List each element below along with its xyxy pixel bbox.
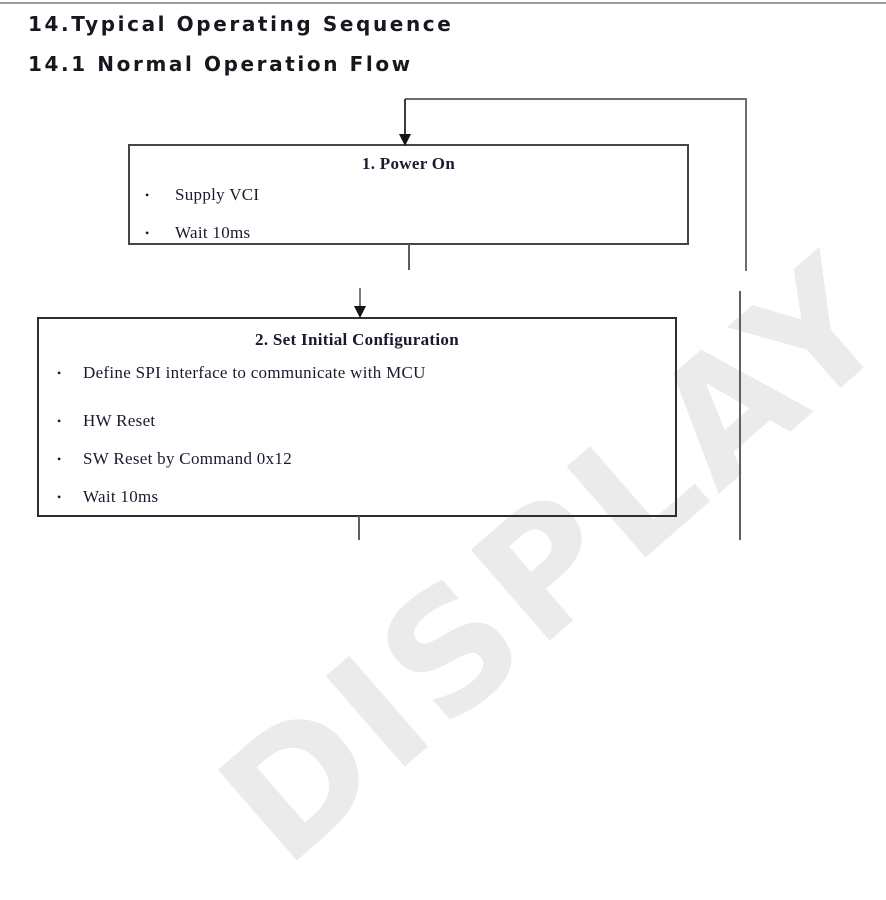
flow-loop-line-horizontal <box>405 98 747 100</box>
bullet-text: Define SPI interface to communicate with… <box>83 363 426 382</box>
list-item: • HW Reset <box>39 411 675 431</box>
list-item: • Define SPI interface to communicate wi… <box>39 363 675 383</box>
list-item: • Wait 10ms <box>39 487 675 507</box>
bullet-text: HW Reset <box>83 411 156 430</box>
arrow-stem-into-step1 <box>404 99 406 134</box>
bullet-text: SW Reset by Command 0x12 <box>83 449 292 468</box>
bullet-text: Supply VCI <box>175 185 260 204</box>
bullet-text: Wait 10ms <box>83 487 159 506</box>
step-title: 1. Power On <box>361 154 456 173</box>
bullet-icon: • <box>145 226 150 240</box>
bullet-icon: • <box>57 366 62 380</box>
bullet-icon: • <box>57 452 62 466</box>
step-title: 2. Set Initial Configuration <box>255 330 459 349</box>
flow-step-box-set-initial-configuration: 2. Set Initial Configuration • Define SP… <box>37 317 677 517</box>
subsection-heading: 14.1 Normal Operation Flow <box>28 52 413 76</box>
bullet-icon: • <box>57 414 62 428</box>
down-arrow-icon <box>399 134 411 146</box>
section-heading: 14.Typical Operating Sequence <box>28 12 454 36</box>
flow-loop-line-vertical-upper <box>745 98 747 271</box>
bullet-text: Wait 10ms <box>175 223 251 242</box>
down-arrow-icon <box>354 306 366 318</box>
bullet-icon: • <box>57 490 62 504</box>
flow-loop-line-vertical-lower <box>739 291 741 540</box>
bullet-icon: • <box>145 188 150 202</box>
connector-step1-to-step2 <box>408 244 410 270</box>
page-top-rule <box>0 2 886 4</box>
list-item: • SW Reset by Command 0x12 <box>39 449 675 469</box>
list-item: • Supply VCI <box>130 185 687 205</box>
list-item: • Wait 10ms <box>130 223 687 243</box>
flow-step-box-power-on: 1. Power On • Supply VCI • Wait 10ms <box>128 144 689 245</box>
arrow-stem-into-step2 <box>359 288 361 308</box>
connector-below-step2 <box>358 516 360 540</box>
